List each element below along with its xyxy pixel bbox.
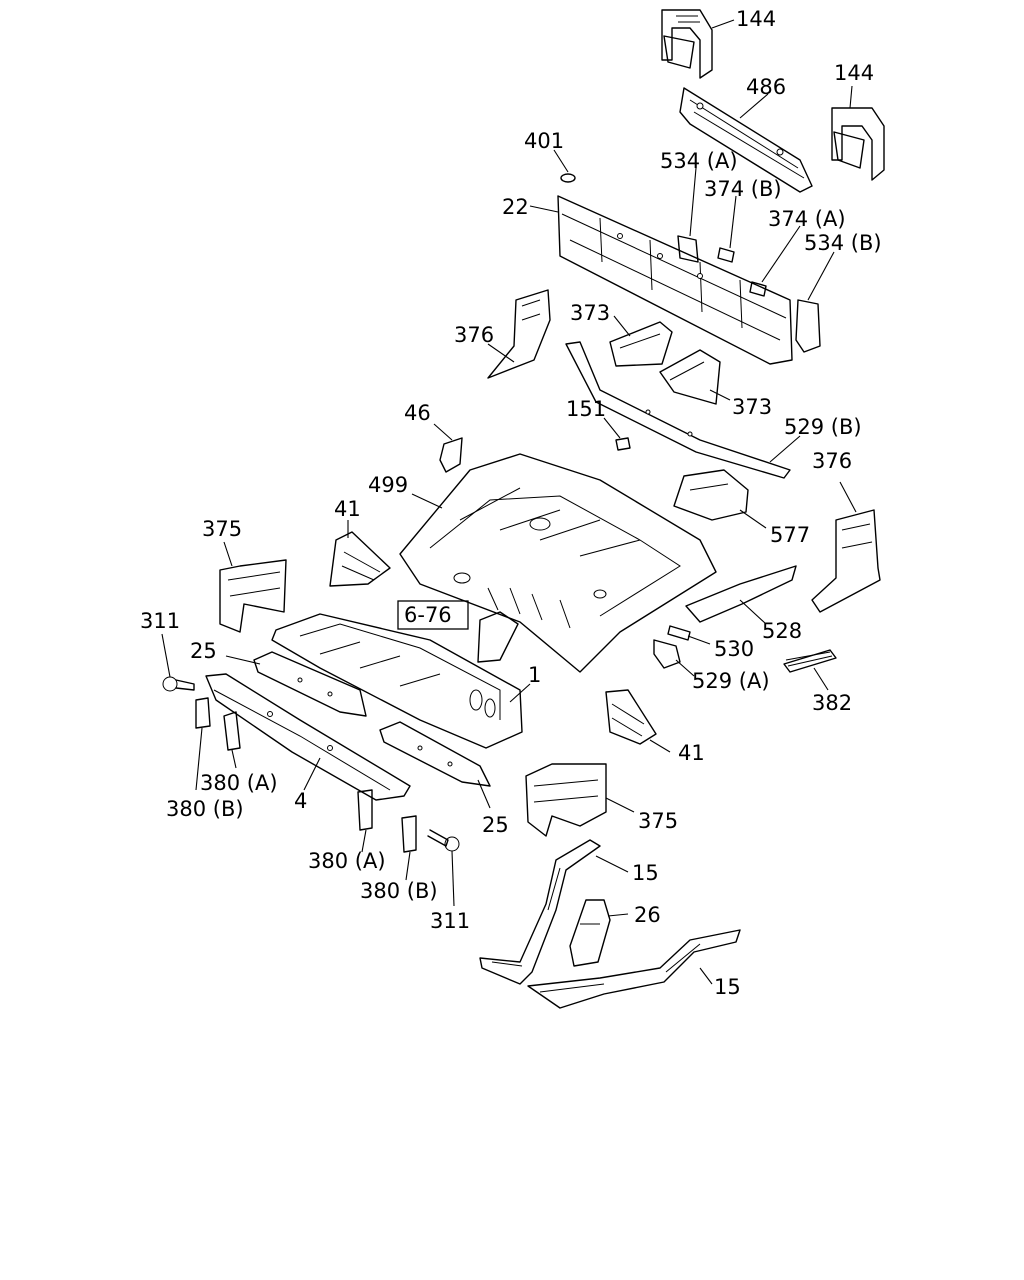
front-floor-pan-1	[271, 613, 523, 749]
tie-down-hook-144-top	[661, 9, 713, 79]
callout-26: 26	[634, 903, 661, 927]
bracket-373-top	[609, 321, 673, 367]
callout-15-top: 15	[632, 861, 659, 885]
callout-528: 528	[762, 619, 802, 643]
rear-floor-pan-499	[399, 453, 717, 673]
callout-41-left: 41	[334, 497, 361, 521]
clip-380b-left	[195, 697, 211, 729]
bracket-528	[685, 565, 797, 623]
callout-25-left: 25	[190, 639, 217, 663]
reference-part-6-76	[477, 611, 519, 663]
callout-374b: 374 (B)	[704, 177, 782, 201]
clip-380a-left	[223, 711, 241, 751]
reference-box-6-76	[397, 600, 469, 630]
callout-530: 530	[714, 637, 754, 661]
callout-311-center: 311	[430, 909, 470, 933]
bracket-373-bottom	[659, 349, 721, 405]
callout-41-right: 41	[678, 741, 705, 765]
callout-534a: 534 (A)	[660, 149, 738, 173]
plug-401	[560, 173, 576, 183]
reinforcement-25-left	[253, 651, 367, 717]
clip-151	[615, 437, 631, 451]
callout-375-left: 375	[202, 517, 242, 541]
side-panel-376-left	[487, 289, 551, 379]
callout-374a: 374 (A)	[768, 207, 846, 231]
clip-380b-center	[401, 815, 417, 853]
callout-499: 499	[368, 473, 408, 497]
callout-25-right: 25	[482, 813, 509, 837]
frame-rail-15-right	[527, 929, 741, 1009]
callout-376-left: 376	[454, 323, 494, 347]
rear-cross-member-486	[679, 87, 813, 193]
callout-380b-left: 380 (B)	[166, 797, 244, 821]
callout-22: 22	[502, 195, 529, 219]
bracket-26	[569, 899, 611, 967]
bracket-46	[439, 437, 463, 473]
bracket-577	[673, 469, 749, 521]
bracket-375-right	[525, 763, 607, 837]
callout-15-bottom: 15	[714, 975, 741, 999]
callout-144-right: 144	[834, 61, 874, 85]
callout-144-top: 144	[736, 7, 776, 31]
clip-380a-center	[357, 789, 373, 831]
callout-1: 1	[528, 663, 541, 687]
callout-373-top: 373	[570, 301, 610, 325]
clip-374a	[749, 281, 767, 297]
callout-486: 486	[746, 75, 786, 99]
callout-4: 4	[294, 789, 307, 813]
callout-151: 151	[566, 397, 606, 421]
callout-380a-center: 380 (A)	[308, 849, 386, 873]
bracket-41-left	[329, 531, 391, 587]
frame-rail-15-left	[479, 839, 601, 985]
callout-529a: 529 (A)	[692, 669, 770, 693]
callout-382: 382	[812, 691, 852, 715]
rear-panel-22	[557, 195, 793, 365]
callout-577: 577	[770, 523, 810, 547]
reinforcement-25-right	[379, 721, 491, 787]
callout-46: 46	[404, 401, 431, 425]
callout-375-right: 375	[638, 809, 678, 833]
side-panel-376-right	[811, 509, 881, 613]
callout-534b: 534 (B)	[804, 231, 882, 255]
callout-311-left: 311	[140, 609, 180, 633]
bracket-375-left	[219, 559, 287, 633]
bracket-534b	[795, 299, 821, 353]
bracket-534a	[677, 235, 699, 263]
callout-401: 401	[524, 129, 564, 153]
cross-member-4	[205, 673, 411, 801]
clip-530	[667, 625, 691, 641]
clip-374b	[717, 247, 735, 263]
callout-529b: 529 (B)	[784, 415, 862, 439]
tie-down-hook-144-right	[831, 107, 885, 181]
bracket-41-right	[605, 689, 657, 745]
rail-529b	[565, 341, 791, 479]
callout-373-bottom: 373	[732, 395, 772, 419]
callout-376-right: 376	[812, 449, 852, 473]
plate-382	[783, 649, 837, 673]
callout-380a-left: 380 (A)	[200, 771, 278, 795]
callout-6-76: 6-76	[404, 603, 452, 627]
callout-380b-center: 380 (B)	[360, 879, 438, 903]
bolt-311-left	[162, 676, 195, 692]
bolt-311-center	[427, 829, 460, 852]
bracket-529a	[653, 639, 681, 669]
